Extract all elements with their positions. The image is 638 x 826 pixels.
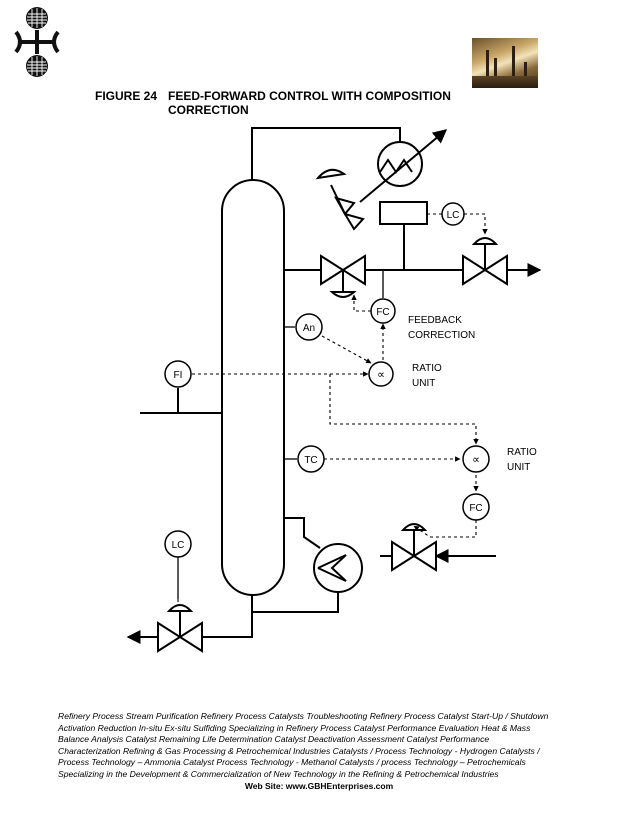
bottoms-control-valve bbox=[157, 604, 203, 653]
refinery-photo bbox=[472, 38, 538, 88]
ratio-top-symbol: ∝ bbox=[377, 369, 385, 381]
figure-number: FIGURE 24 bbox=[95, 89, 158, 103]
condenser-symbol bbox=[377, 141, 423, 187]
ratio-unit-bottom bbox=[462, 445, 490, 473]
fi-label: FI bbox=[174, 370, 183, 381]
flow-controller-top bbox=[370, 298, 396, 324]
ratio-bottom-symbol: ∝ bbox=[472, 454, 480, 466]
website-link[interactable]: Web Site: www.GBHEnterprises.com bbox=[244, 781, 394, 791]
lc-bottom-label: LC bbox=[172, 540, 185, 551]
temperature-controller bbox=[297, 445, 325, 473]
company-logo bbox=[14, 7, 60, 77]
fc-top-label: FC bbox=[376, 307, 389, 318]
distillation-column bbox=[221, 179, 285, 596]
figure-title: FEED-FORWARD CONTROL WITH COMPOSITION CO… bbox=[168, 89, 451, 117]
level-controller-top bbox=[441, 202, 465, 226]
coolant-control-valve bbox=[315, 168, 365, 231]
reflux-control-valve bbox=[320, 254, 366, 298]
fc-bottom-label: FC bbox=[469, 503, 482, 514]
feedback-label-line2: CORRECTION bbox=[408, 330, 475, 341]
steam-control-valve bbox=[391, 523, 437, 572]
reboiler-symbol bbox=[313, 543, 363, 593]
accumulator-drum bbox=[379, 201, 428, 225]
distillate-control-valve bbox=[462, 237, 508, 286]
feedback-label-line1: FEEDBACK bbox=[408, 315, 462, 326]
ratio-bottom-label-line1: RATIO bbox=[507, 447, 537, 458]
ratio-top-label-line1: RATIO bbox=[412, 363, 442, 374]
level-controller-bottom bbox=[164, 530, 192, 558]
ratio-bottom-label-line2: UNIT bbox=[507, 462, 530, 473]
tc-label: TC bbox=[304, 455, 317, 466]
analyzer bbox=[295, 313, 323, 341]
ratio-unit-top bbox=[368, 361, 394, 387]
flow-controller-bottom bbox=[462, 493, 490, 521]
an-label: An bbox=[303, 323, 315, 334]
lc-top-label: LC bbox=[447, 210, 460, 221]
flow-indicator bbox=[164, 360, 192, 388]
footer-text: Refinery Process Stream Purification Ref… bbox=[58, 711, 549, 779]
ratio-top-label-line2: UNIT bbox=[412, 378, 435, 389]
